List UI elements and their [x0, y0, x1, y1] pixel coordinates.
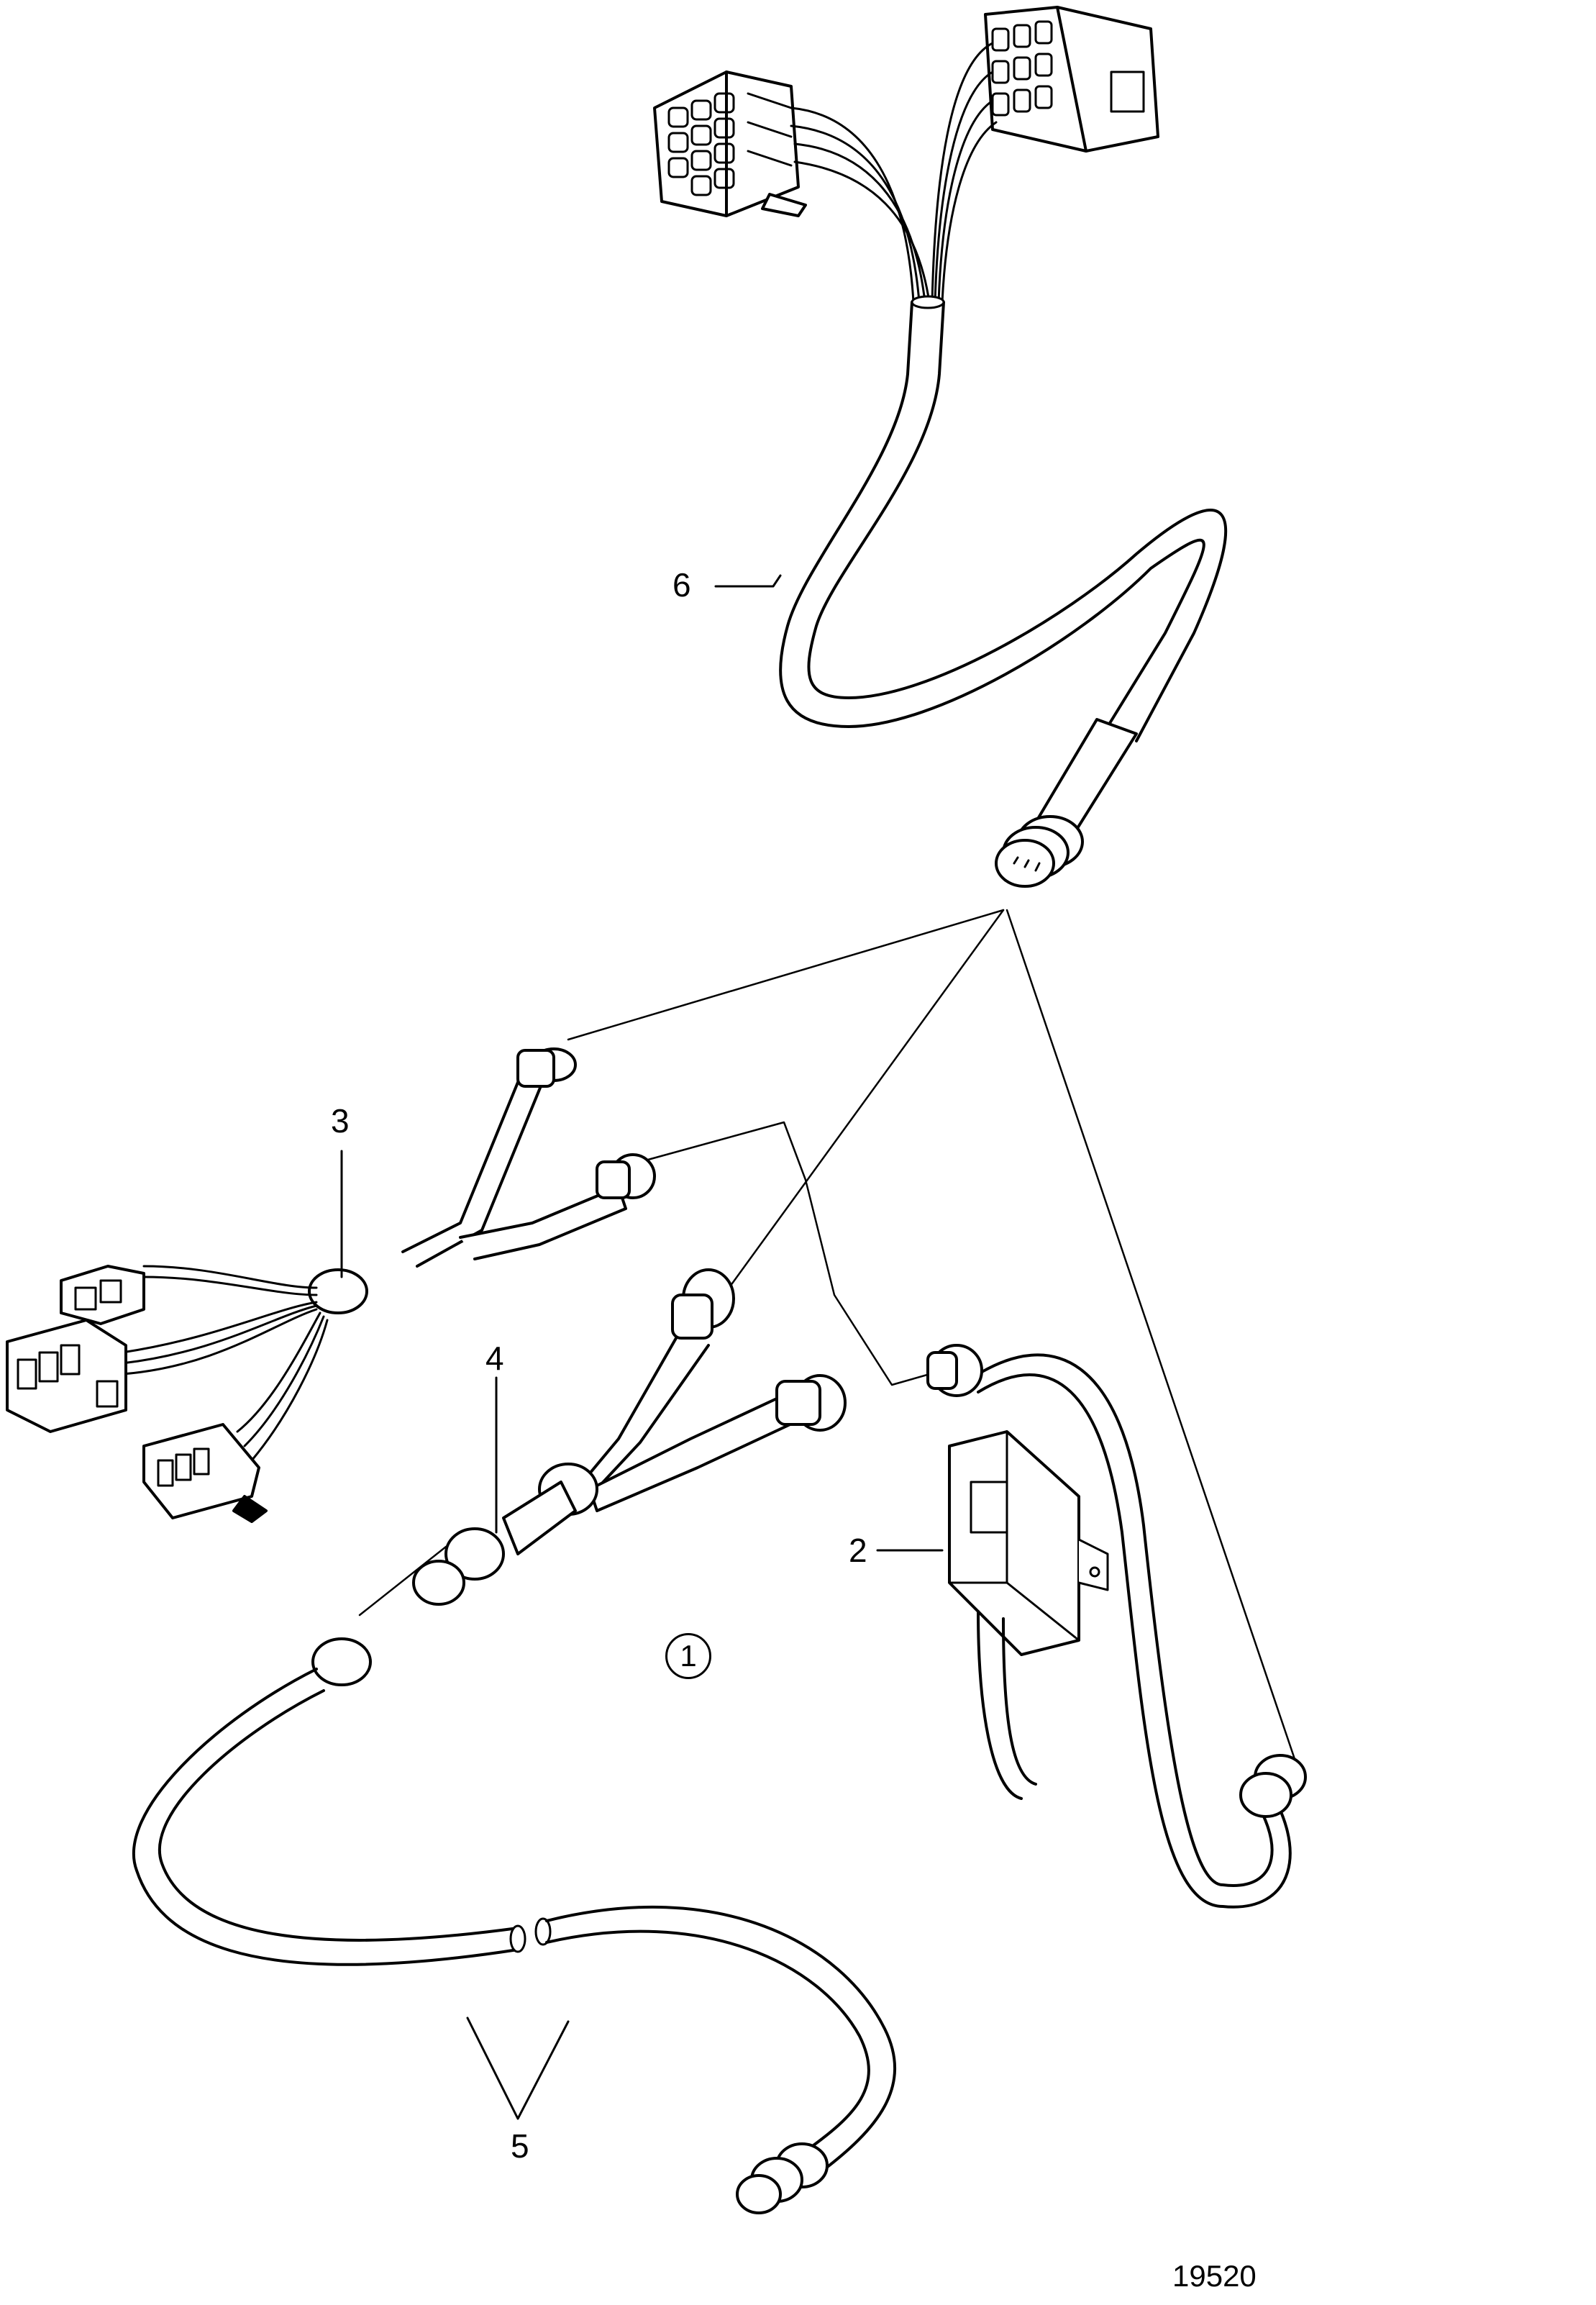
callout-3: 3: [331, 1102, 350, 1140]
cable-5-end-connector-icon: [736, 2142, 829, 2214]
callout-leaders: [340, 574, 944, 2120]
harness-3-connector-a-icon: [516, 1047, 577, 1088]
sensor-2: [926, 1344, 1307, 1909]
connection-lines: [358, 909, 1296, 1760]
harness-3-connector-b-icon: [596, 1153, 656, 1199]
harness-4-right-connector-icon: [775, 1374, 847, 1432]
harness-4-upper-connector-icon: [671, 1268, 735, 1340]
figure-number: 19520: [1172, 2259, 1257, 2293]
callout-4: 4: [485, 1340, 504, 1377]
harness-3: [6, 1047, 656, 1523]
harness-4: [412, 1268, 847, 1606]
harness-3-angled-plug-icon: [142, 1423, 268, 1523]
top-right-connector-icon: [984, 6, 1159, 153]
cable-6-round-connector-icon: [995, 718, 1138, 888]
sensor-2-cable-connector-icon: [926, 1344, 983, 1397]
harness-3-small-plug-icon: [60, 1265, 145, 1325]
callout-1-circled: 1: [665, 1633, 711, 1679]
cable-6: [779, 295, 1228, 742]
cable-6-wire-fan: [790, 42, 998, 304]
sensor-2-loop-connector-icon: [1239, 1754, 1307, 1818]
harness-4-lower-connector-icon: [412, 1481, 577, 1606]
callout-2: 2: [849, 1532, 867, 1569]
harness-3-large-plug-icon: [6, 1319, 127, 1433]
callout-5: 5: [511, 2127, 529, 2165]
sensor-box-icon: [948, 1430, 1109, 1656]
cable-5: [132, 1637, 897, 2214]
callout-6: 6: [672, 566, 691, 604]
top-left-connector-icon: [653, 71, 807, 217]
